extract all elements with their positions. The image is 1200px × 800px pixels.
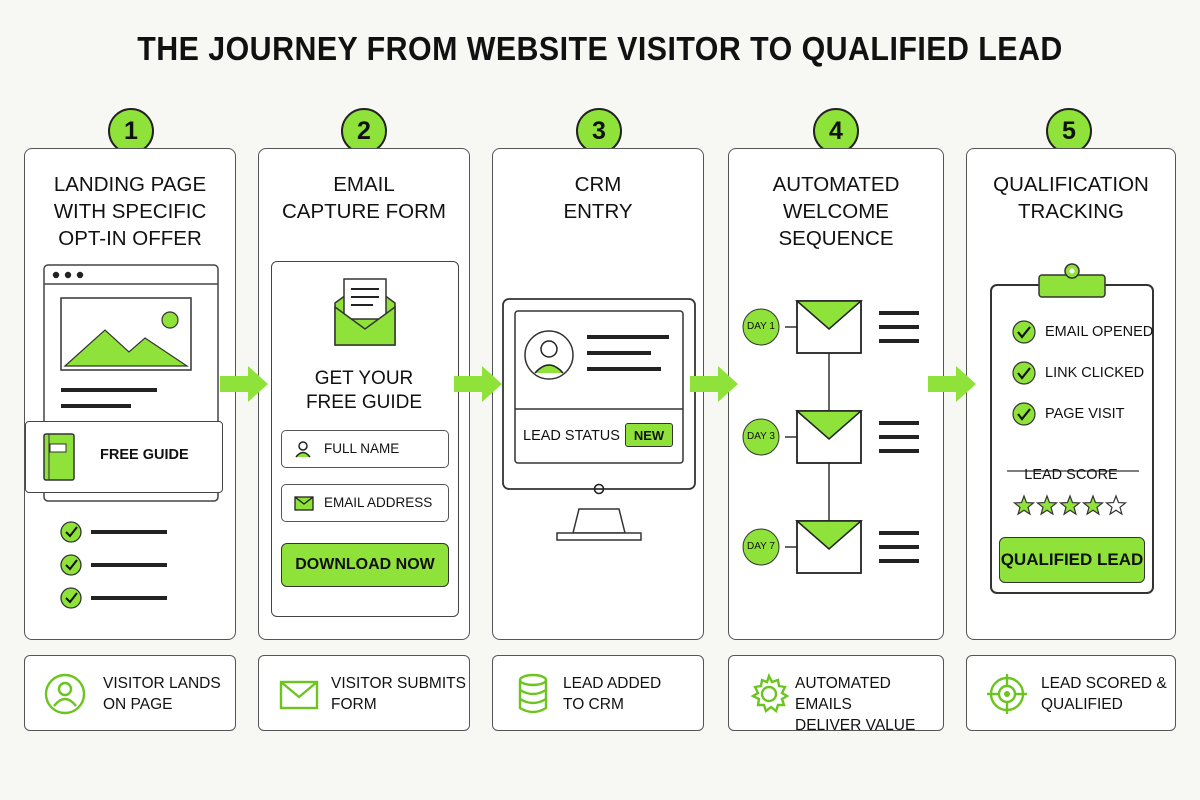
arrow-right-icon	[928, 366, 976, 402]
target-icon	[987, 674, 1027, 714]
step-number-3: 3	[576, 108, 622, 154]
download-now-button[interactable]: DOWNLOAD NOW	[281, 543, 449, 587]
full-name-field[interactable]: FULL NAME	[281, 430, 449, 468]
outcome-card-1: VISITOR LANDS ON PAGE	[24, 655, 236, 731]
step-number-1: 1	[108, 108, 154, 154]
step-title: EMAIL CAPTURE FORM	[282, 173, 446, 223]
outcome-text: LEAD ADDED TO CRM	[563, 675, 662, 713]
form-heading: GET YOUR FREE GUIDE	[305, 368, 423, 413]
day-3-label: DAY 3	[747, 431, 775, 442]
email-placeholder: EMAIL ADDRESS	[324, 495, 433, 510]
mail-icon	[279, 680, 319, 710]
step-title: CRM ENTRY	[563, 173, 633, 223]
envelope-icon	[334, 278, 396, 346]
lead-score-stars	[1013, 494, 1128, 516]
full-name-placeholder: FULL NAME	[324, 441, 400, 456]
book-icon	[43, 433, 75, 481]
qualified-lead-badge: QUALIFIED LEAD	[999, 537, 1145, 583]
outcome-card-3: LEAD ADDED TO CRM	[492, 655, 704, 731]
star-empty-icon	[1104, 494, 1128, 516]
outcome-card-2: VISITOR SUBMITS FORM	[258, 655, 470, 731]
step-panel-landing-page: LANDING PAGE WITH SPECIFIC OPT-IN OFFER …	[24, 148, 236, 640]
free-guide-label: FREE GUIDE	[100, 447, 189, 463]
star-filled-icon	[1081, 494, 1105, 516]
mail-small-icon	[294, 496, 314, 511]
checklist-icon	[60, 521, 167, 609]
outcome-text: VISITOR LANDS ON PAGE	[103, 675, 221, 713]
email-address-field[interactable]: EMAIL ADDRESS	[281, 484, 449, 522]
star-filled-icon	[1035, 494, 1059, 516]
user-icon	[44, 673, 86, 715]
step-panel-crm-entry: CRM ENTRY LEAD STATUS NEW	[492, 148, 704, 640]
outcome-text: VISITOR SUBMITS FORM	[331, 675, 466, 713]
day-1-label: DAY 1	[747, 321, 775, 332]
arrow-right-icon	[454, 366, 502, 402]
outcome-card-4: AUTOMATED EMAILS DELIVER VALUE	[728, 655, 944, 734]
step-title: LANDING PAGE WITH SPECIFIC OPT-IN OFFER	[53, 173, 207, 250]
lead-status-label: LEAD STATUS	[523, 428, 620, 444]
star-filled-icon	[1013, 494, 1036, 516]
step-title: AUTOMATED WELCOME SEQUENCE	[772, 173, 900, 250]
check-email-opened: EMAIL OPENED	[1045, 324, 1154, 340]
person-icon	[295, 441, 311, 458]
arrow-right-icon	[690, 366, 738, 402]
outcome-text: AUTOMATED EMAILS DELIVER VALUE	[795, 675, 916, 734]
step-panel-qualification-tracking: QUALIFICATION TRACKING EMAIL OPENED LINK…	[966, 148, 1176, 640]
diagram-title: THE JOURNEY FROM WEBSITE VISITOR TO QUAL…	[137, 30, 1063, 67]
gear-icon	[750, 672, 790, 714]
day-7-label: DAY 7	[747, 541, 775, 552]
lead-status-badge: NEW	[625, 423, 673, 447]
step-title: QUALIFICATION TRACKING	[993, 173, 1149, 223]
lead-score-label: LEAD SCORE	[1024, 467, 1118, 483]
free-guide-offer: FREE GUIDE	[25, 421, 223, 493]
check-page-visit: PAGE VISIT	[1045, 406, 1125, 422]
star-filled-icon	[1058, 494, 1082, 516]
clipboard-icon	[990, 263, 1154, 594]
database-icon	[518, 673, 548, 714]
step-panel-welcome-sequence: AUTOMATED WELCOME SEQUENCE DAY 1 DAY 3 D…	[728, 148, 944, 640]
arrow-right-icon	[220, 366, 268, 402]
step-number-5: 5	[1046, 108, 1092, 154]
outcome-text: LEAD SCORED & QUALIFIED	[1041, 675, 1167, 713]
check-circle-icons	[1012, 320, 1036, 426]
outcome-card-5: LEAD SCORED & QUALIFIED	[966, 655, 1176, 731]
check-link-clicked: LINK CLICKED	[1045, 365, 1145, 381]
email-sequence-icon	[742, 300, 919, 574]
step-panel-capture-form: EMAIL CAPTURE FORM GET YOUR FREE GUIDE F…	[258, 148, 470, 640]
